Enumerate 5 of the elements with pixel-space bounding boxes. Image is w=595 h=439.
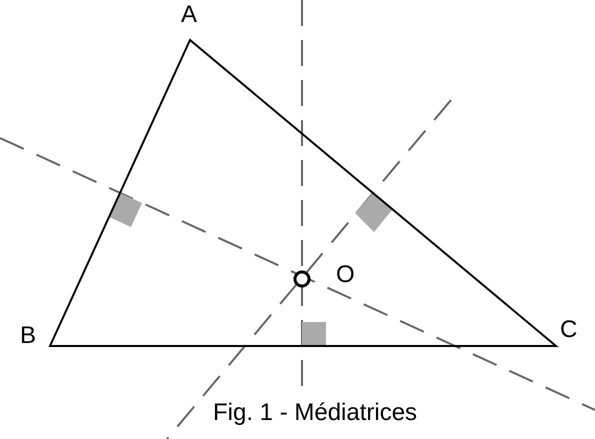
point-label: C	[560, 317, 578, 343]
point-label: B	[20, 323, 36, 349]
caption: Fig. 1 - Médiatrices	[213, 400, 418, 426]
point-label: A	[181, 2, 198, 28]
point-label: O	[336, 262, 355, 288]
